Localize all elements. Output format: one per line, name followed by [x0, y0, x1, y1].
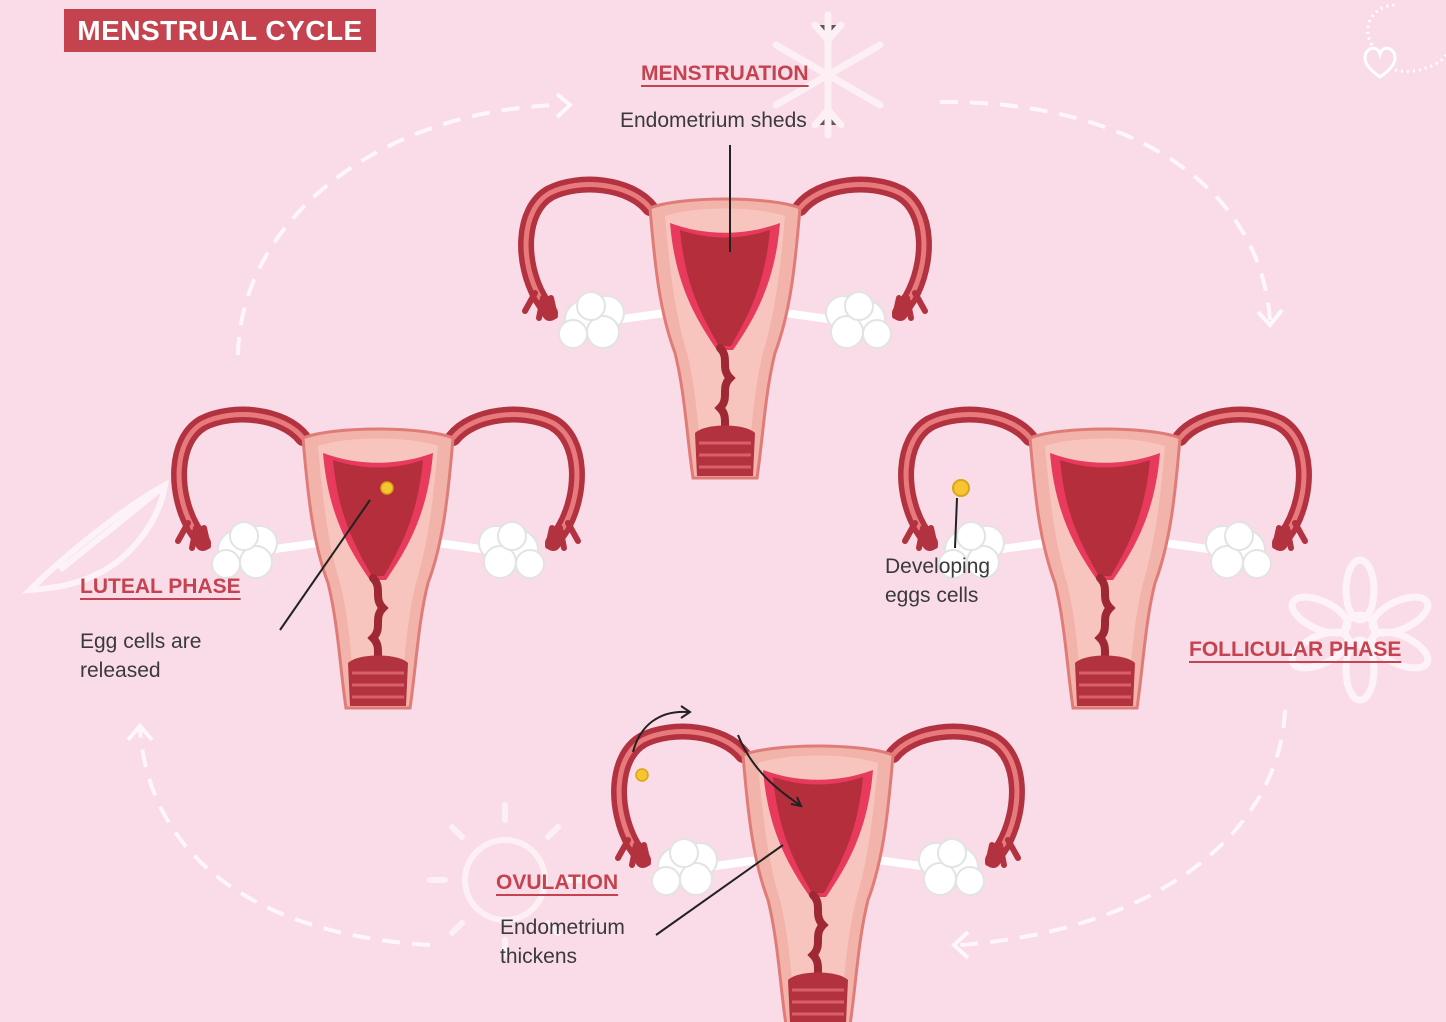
- follicular-description-line: eggs cells: [885, 581, 990, 610]
- luteal-description-line: released: [80, 656, 201, 685]
- menstruation-phase-label: MENSTRUATION: [641, 62, 809, 86]
- heart-icon: [1365, 5, 1446, 77]
- egg-cell-follicular: [953, 480, 969, 496]
- flower-decoration: [1287, 560, 1433, 700]
- ovulation-description: Endometrium thickens: [500, 913, 625, 971]
- uterus-ovulation-illustration: [618, 732, 1018, 1022]
- follicular-description: Developing eggs cells: [885, 552, 990, 610]
- uterus-luteal-illustration: [178, 415, 578, 708]
- follicular-description-line: Developing: [885, 552, 990, 581]
- page-title: MENSTRUAL CYCLE: [64, 9, 376, 52]
- luteal-description: Egg cells are released: [80, 627, 201, 685]
- menstruation-description-line: Endometrium sheds: [620, 106, 807, 135]
- egg-cell-ovulation: [636, 769, 648, 781]
- ovulation-description-line: thickens: [500, 942, 625, 971]
- ovulation-description-line: Endometrium: [500, 913, 625, 942]
- egg-cell-luteal: [381, 482, 393, 494]
- ovulation-phase-label: OVULATION: [496, 871, 618, 895]
- follicular-phase-label: FOLLICULAR PHASE: [1189, 638, 1401, 662]
- uterus-menstruation-illustration: [525, 185, 925, 478]
- luteal-phase-label: LUTEAL PHASE: [80, 575, 241, 599]
- menstruation-description: Endometrium sheds: [620, 106, 807, 135]
- luteal-description-line: Egg cells are: [80, 627, 201, 656]
